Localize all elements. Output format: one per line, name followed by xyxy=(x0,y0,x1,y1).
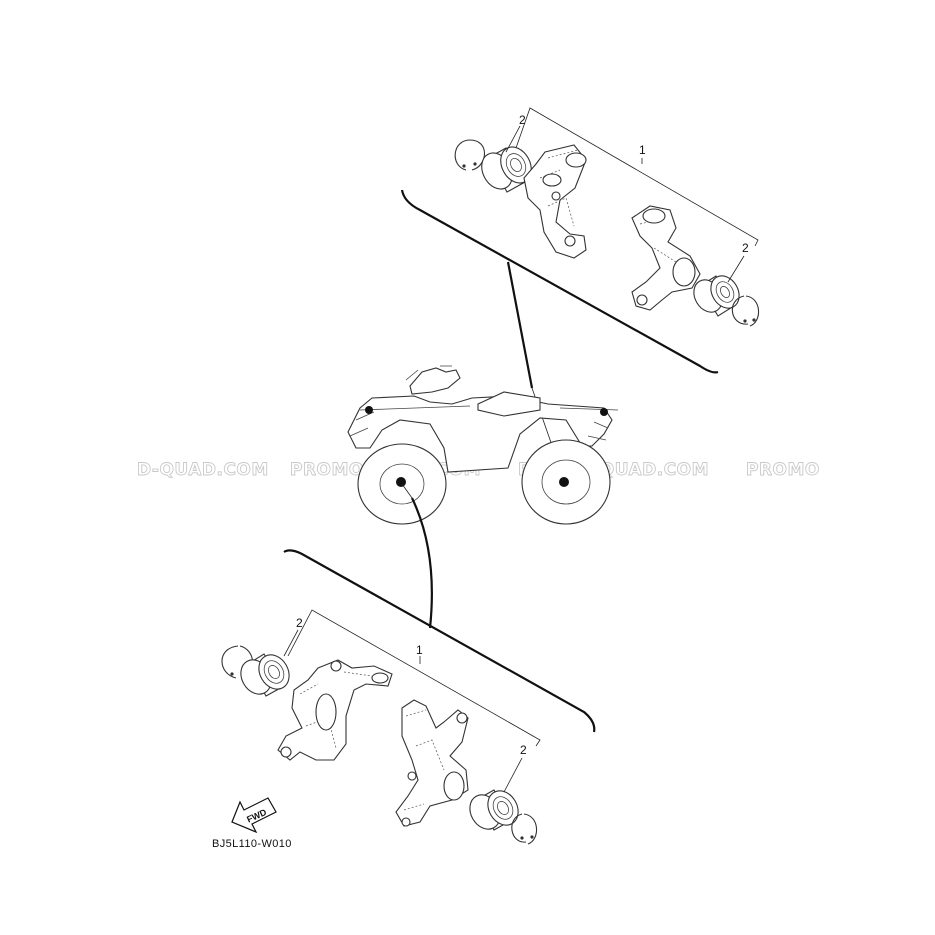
front-bearing-right xyxy=(469,789,519,831)
rear-group-bracket xyxy=(400,189,719,374)
rear-callout-2-left: 2 xyxy=(519,113,526,127)
atv-illustration xyxy=(347,365,619,525)
rear-bearing-right xyxy=(693,275,740,317)
front-callout-1: 1 xyxy=(416,643,423,657)
rear-knuckle-left xyxy=(523,144,587,259)
rear-group-leader xyxy=(515,107,759,247)
front-knuckle-group: 1 2 xyxy=(221,549,596,845)
rear-knuckle-group: 1 2 xyxy=(400,107,760,374)
rear-circlip-left xyxy=(454,139,486,171)
fwd-arrow-icon: FWD xyxy=(231,797,277,834)
front-connector-line xyxy=(411,497,433,629)
front-bearing-left xyxy=(240,653,290,697)
rear-bearing-left xyxy=(481,146,532,193)
front-callout-2-right: 2 xyxy=(520,743,527,757)
watermark-4: PROMO xyxy=(746,460,820,480)
rear-knuckle-right xyxy=(631,205,701,311)
front-hub-marker xyxy=(396,477,406,487)
rear-callout-2-right: 2 xyxy=(742,241,749,255)
watermark-1: D-QUAD.COM xyxy=(137,460,269,480)
front-callout-2-left: 2 xyxy=(296,616,303,630)
front-knuckle-right xyxy=(395,699,469,827)
front-group-bracket xyxy=(283,549,596,733)
rear-hub-marker xyxy=(559,477,569,487)
rear-rack-marker xyxy=(600,408,608,416)
rear-callout-1: 1 xyxy=(639,143,646,157)
diagram-code: BJ5L110-W010 xyxy=(212,838,292,850)
rear-connector-line xyxy=(506,261,534,389)
rear-circlip-right xyxy=(731,295,760,327)
front-rack-marker xyxy=(365,406,373,414)
front-knuckle-left xyxy=(277,659,393,761)
front-group-leader xyxy=(287,609,541,747)
front-circlip-right xyxy=(511,813,538,845)
